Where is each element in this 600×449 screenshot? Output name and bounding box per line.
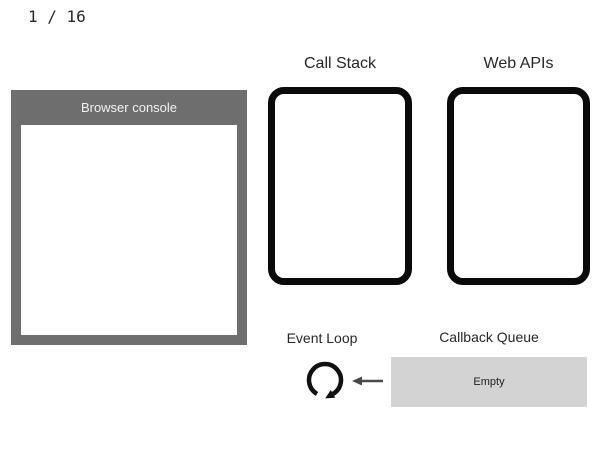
slide-counter: 1 / 16 [28, 7, 86, 26]
arrow-left-icon [352, 376, 383, 386]
browser-console-panel: Browser console [11, 90, 247, 345]
web-apis-label: Web APIs [483, 55, 554, 72]
web-apis-box [447, 87, 590, 285]
callback-queue-label: Callback Queue [439, 329, 539, 345]
event-loop-label: Event Loop [286, 330, 358, 346]
circular-arrow-loop-icon [306, 361, 344, 399]
call-stack-label: Call Stack [303, 55, 377, 72]
browser-console-title: Browser console [80, 100, 178, 115]
callback-queue-box: Empty [391, 357, 587, 407]
call-stack-box [268, 87, 412, 285]
callback-queue-status: Empty [473, 376, 505, 388]
browser-console-output-area [21, 125, 237, 335]
